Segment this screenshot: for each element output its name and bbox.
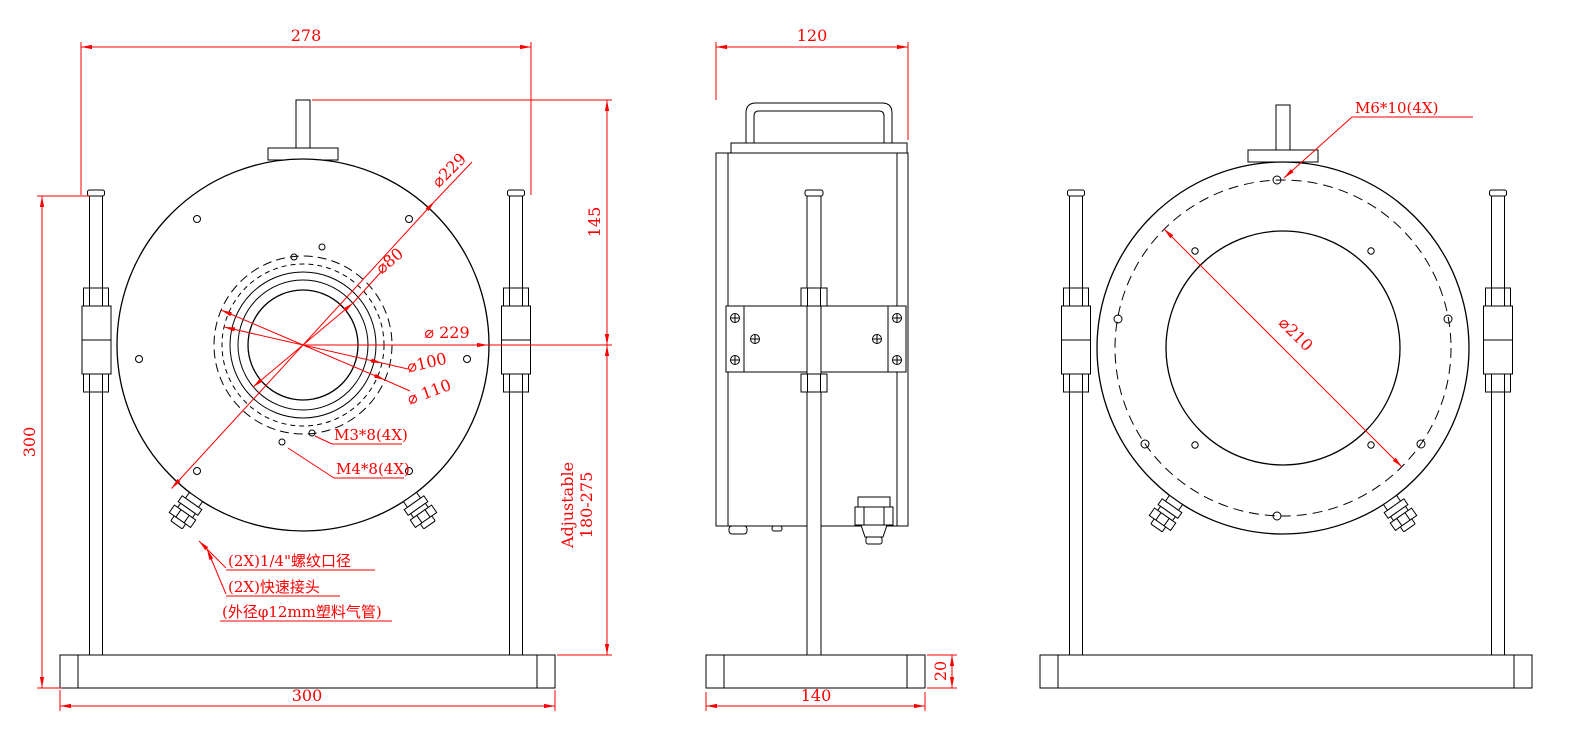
side-view: 120 140 20 xyxy=(705,26,957,711)
rear-left-post xyxy=(1061,189,1091,656)
rear-handle-cap xyxy=(1247,149,1319,163)
front-handle-edge xyxy=(295,99,311,151)
dia-229-horizontal-label: ⌀ 229 xyxy=(424,323,469,342)
side-body xyxy=(705,102,926,689)
screw-note-m3-label: M3*8(4X) xyxy=(334,426,408,444)
dim-120-label: 120 xyxy=(797,26,828,45)
dim-278-label: 278 xyxy=(291,26,322,45)
front-handle-cap xyxy=(267,147,339,161)
side-cable-gland xyxy=(854,496,894,545)
front-stand xyxy=(59,189,556,689)
dim-300-bottom-label: 300 xyxy=(292,686,323,705)
port-note-3-label: (外径φ12mm塑料气管) xyxy=(222,603,382,621)
screw-note-m6-label: M6*10(4X) xyxy=(1355,99,1438,117)
bracket-screws xyxy=(730,313,902,365)
side-foot xyxy=(728,525,748,535)
dim-140-label: 140 xyxy=(801,686,832,705)
rear-stand xyxy=(1039,189,1533,689)
rear-handle-edge xyxy=(1275,104,1291,153)
dim-145-label: 145 xyxy=(585,207,604,238)
front-dimensions: 278 145 ⌀229 ⌀80 ⌀ 229 ⌀100 ⌀ 11 xyxy=(20,26,612,711)
adjustable-range-label: 180-275 xyxy=(577,472,596,538)
rear-right-post xyxy=(1483,189,1513,656)
side-handle xyxy=(745,102,893,145)
side-base-plate xyxy=(705,654,926,689)
side-post xyxy=(800,189,828,656)
dim-20-label: 20 xyxy=(931,661,950,681)
front-base-plate xyxy=(59,654,556,689)
side-top-cap xyxy=(730,142,908,154)
screw-note-m4-label: M4*8(4X) xyxy=(336,460,410,478)
port-note-1-label: (2X)1/4"螺纹口径 xyxy=(228,552,351,570)
adjustable-label: Adjustable xyxy=(558,462,577,549)
rear-bolt-circle-210 xyxy=(1114,179,1452,517)
dim-300-left-label: 300 xyxy=(20,427,39,458)
port-note-2-label: (2X)快速接头 xyxy=(228,578,320,596)
side-dimensions: 120 140 20 xyxy=(705,26,957,711)
front-left-post xyxy=(81,189,112,656)
front-body xyxy=(116,99,490,533)
rear-base-plate xyxy=(1039,654,1533,689)
rear-view: M6*10(4X) ⌀210 xyxy=(1039,99,1533,689)
front-right-post xyxy=(501,189,531,656)
front-view: 278 145 ⌀229 ⌀80 ⌀ 229 ⌀100 ⌀ 11 xyxy=(20,26,612,711)
